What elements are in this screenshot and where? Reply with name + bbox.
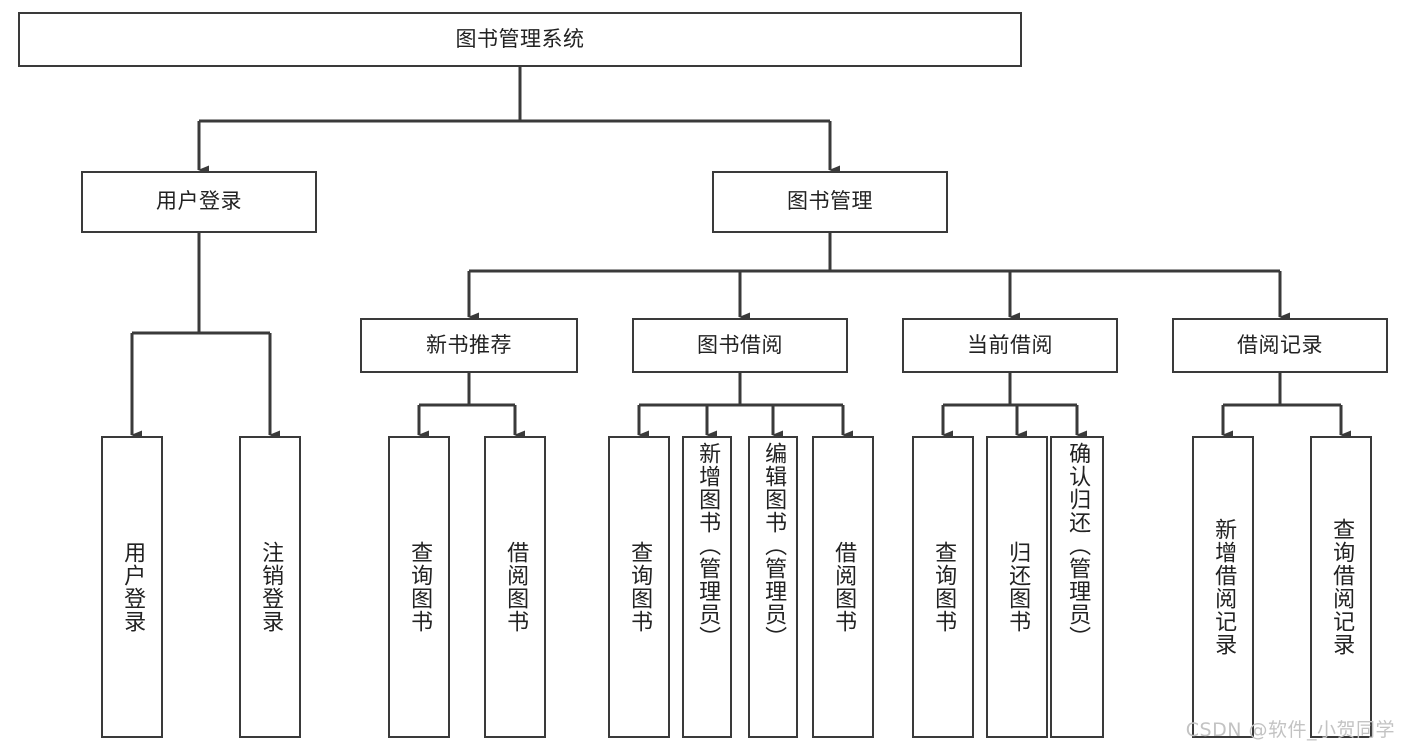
- node-user-login: 用户登录: [81, 171, 317, 233]
- node-borrow-records: 借阅记录: [1172, 318, 1388, 373]
- node-label: 查询图书: [407, 541, 433, 633]
- node-leaf-edit-book-admin: 编辑图书（管理员）: [748, 436, 798, 738]
- node-leaf-query-borrow-record: 查询借阅记录: [1310, 436, 1372, 738]
- node-label: 当前借阅: [967, 332, 1053, 357]
- node-label: 确认归还（管理员）: [1065, 442, 1091, 649]
- node-label: 借阅图书: [503, 541, 529, 633]
- node-leaf-query-book-1: 查询图书: [388, 436, 450, 738]
- node-book-borrow: 图书借阅: [632, 318, 848, 373]
- node-leaf-return-book: 归还图书: [986, 436, 1048, 738]
- node-label: 图书借阅: [697, 332, 783, 357]
- node-label: 图书管理: [787, 189, 873, 214]
- node-label: 查询图书: [931, 541, 957, 633]
- node-label: 查询图书: [627, 541, 653, 633]
- node-label: 借阅记录: [1237, 332, 1323, 357]
- node-current-borrow: 当前借阅: [902, 318, 1118, 373]
- node-leaf-logout: 注销登录: [239, 436, 301, 738]
- csdn-watermark: CSDN @软件_小贺同学: [1185, 719, 1395, 741]
- node-leaf-confirm-return-admin: 确认归还（管理员）: [1050, 436, 1104, 738]
- node-label: 图书管理系统: [455, 26, 585, 51]
- node-label: 新增图书（管理员）: [695, 442, 721, 649]
- node-label: 编辑图书（管理员）: [761, 442, 787, 649]
- node-label: 新增借阅记录: [1211, 518, 1237, 656]
- node-leaf-borrow-book-2: 借阅图书: [812, 436, 874, 738]
- node-label: 查询借阅记录: [1329, 518, 1355, 656]
- node-leaf-borrow-book-1: 借阅图书: [484, 436, 546, 738]
- node-label: 用户登录: [120, 541, 146, 633]
- node-leaf-add-book-admin: 新增图书（管理员）: [682, 436, 732, 738]
- node-leaf-add-borrow-record: 新增借阅记录: [1192, 436, 1254, 738]
- node-book-manage: 图书管理: [712, 171, 948, 233]
- node-label: 注销登录: [258, 541, 284, 633]
- node-label: 用户登录: [156, 189, 242, 214]
- node-leaf-user-login: 用户登录: [101, 436, 163, 738]
- node-root: 图书管理系统: [18, 12, 1022, 67]
- node-leaf-query-book-2: 查询图书: [608, 436, 670, 738]
- node-label: 借阅图书: [831, 541, 857, 633]
- node-new-book-rec: 新书推荐: [360, 318, 578, 373]
- node-label: 新书推荐: [426, 332, 512, 357]
- node-leaf-query-book-3: 查询图书: [912, 436, 974, 738]
- node-label: 归还图书: [1005, 541, 1031, 633]
